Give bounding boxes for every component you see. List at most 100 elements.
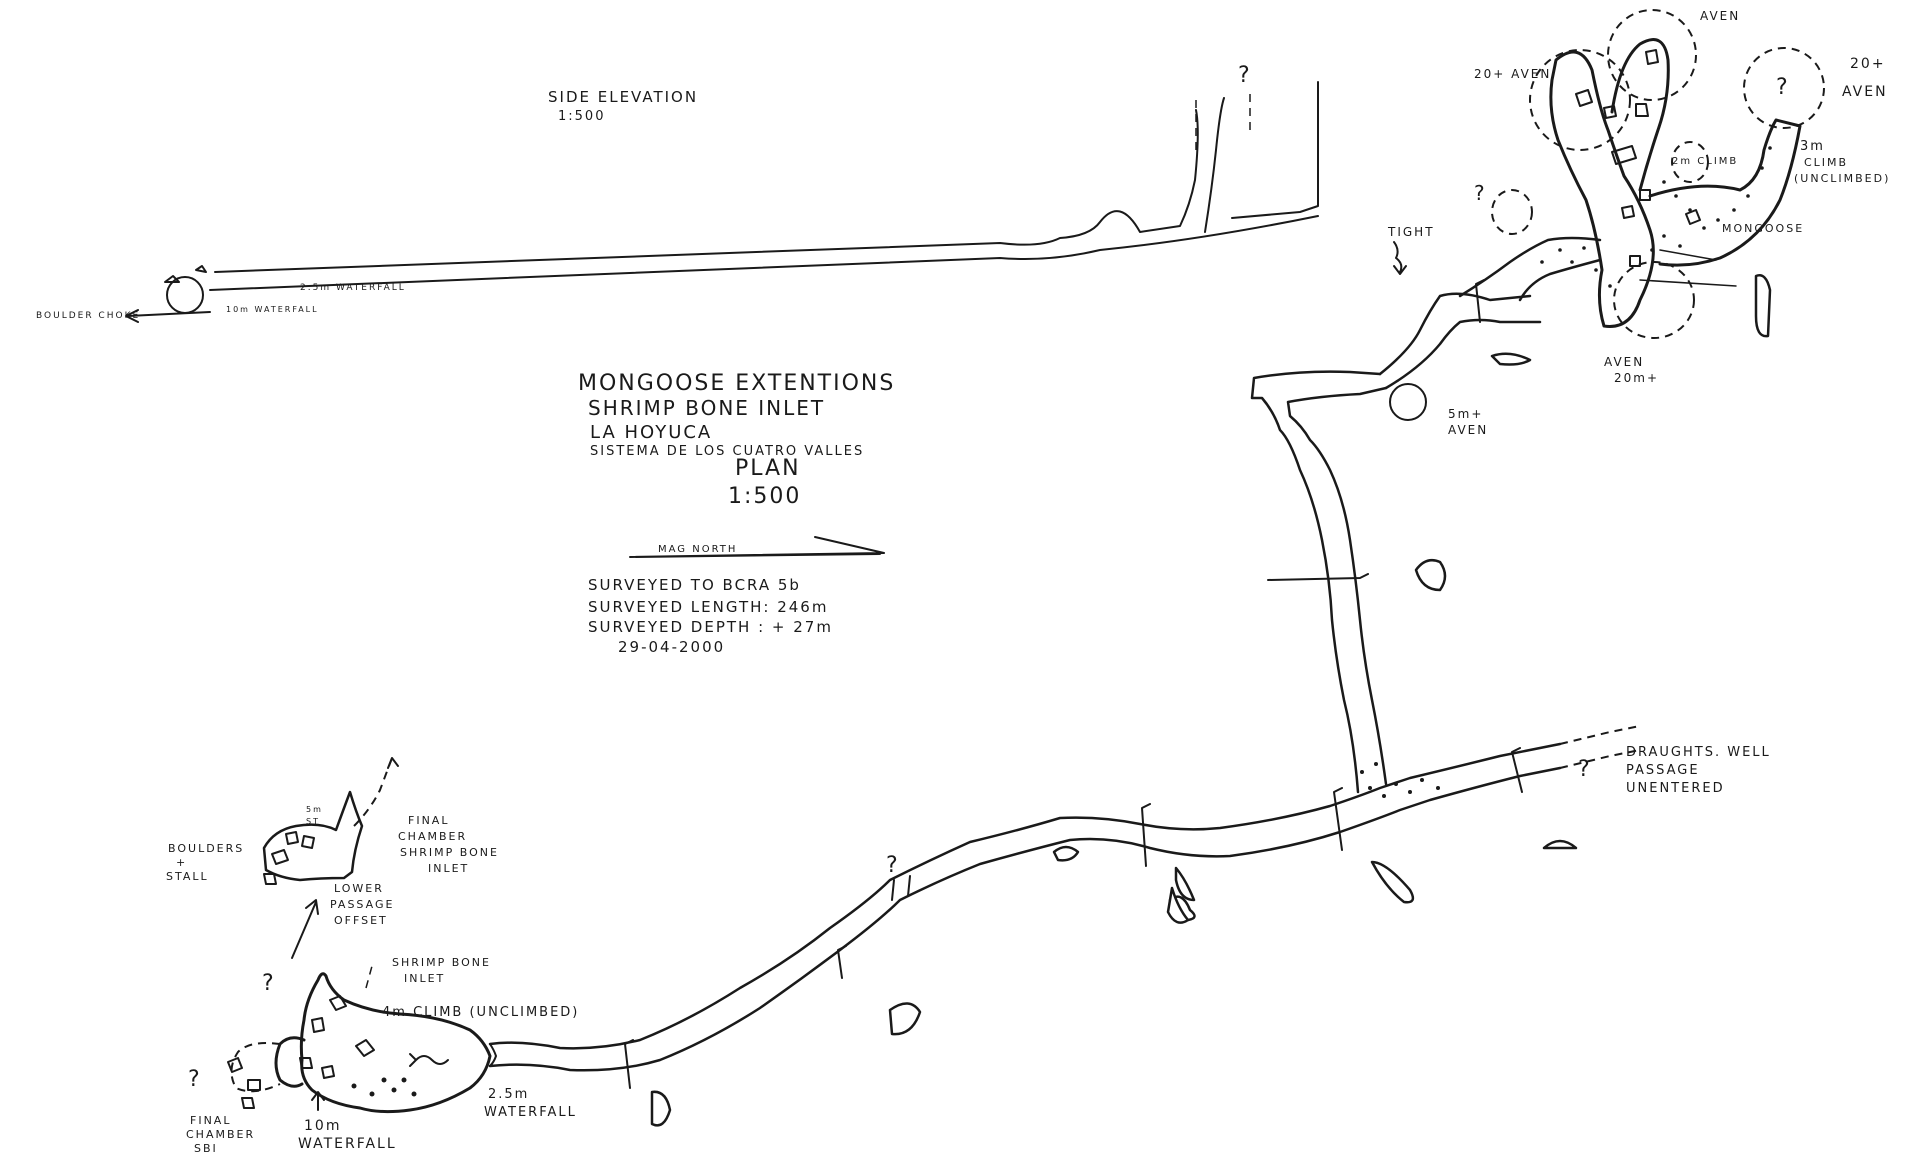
final-sbi-line1: FINAL [190,1114,231,1127]
title-line6: 1:500 [728,484,801,509]
chamber-stipple [351,1077,417,1097]
passage-northeast [1378,292,1542,390]
inset-arrow [387,757,399,769]
chamber-water-flow [409,1053,449,1067]
draughts-note: ? DRAUGHTS. WELL PASSAGE UNENTERED [1578,745,1771,796]
aven-20-right-outline [1743,47,1825,129]
label-aven-20-left: 20+ AVEN [1474,67,1551,81]
inset-boulders [263,831,315,885]
inset-small-label-1: 5m [306,805,323,814]
title-line3: LA HOYUCA [590,422,712,443]
inset-small-label-2: ST [306,817,320,826]
title-line2: SHRIMP BONE INLET [588,396,825,420]
aven-complex-west-passage [1458,236,1602,302]
chamber-west-lobe [274,1036,306,1088]
inset-dash [353,757,393,827]
title-line1: MONGOOSE EXTENTIONS [578,371,895,396]
elevation-title: SIDE ELEVATION [548,88,698,106]
rock-island [1166,886,1190,924]
inset-outline [262,790,364,882]
title-line4: SISTEMA DE LOS CUATRO VALLES [590,444,864,459]
rock-island [1490,352,1532,366]
shrimp-inlet-line2: INLET [404,972,445,985]
aven-20-bottom-outline [1613,261,1695,339]
north-label: MAG NORTH [658,544,737,555]
final-chamber-line2: CHAMBER [398,830,467,843]
side-elevation: SIDE ELEVATION 1:500 ? BOULDER CHOKE 2.5… [36,63,1319,323]
rock-island [1542,839,1578,850]
elevation-roof-line [214,81,1319,273]
waterfall-25m-line1: 2.5m [488,1087,529,1102]
aven-top-outline [1607,9,1697,101]
lower-passage-line2: PASSAGE [330,898,394,911]
rock-island [1754,274,1772,338]
chamber-inlet-question-line [365,965,373,989]
draughts-line1: DRAUGHTS. WELL [1626,745,1771,760]
final-chamber-line4: INLET [428,862,469,875]
elevation-floor-line [209,215,1319,291]
aven-complex-east-passage [1648,118,1802,267]
shrimp-bone-chamber: ? ? SHRIMP BONE INLET 4m CLIMB (UNCLIMBE… [186,956,577,1155]
rock-island [1052,845,1080,862]
elevation-exit-label: BOULDER CHOKE [36,311,140,321]
boulders-line2: + [176,856,187,869]
label-tight: TIGHT [1387,225,1435,239]
label-climb-3m-2: CLIMB [1804,156,1848,169]
waterfall-10m-line2: WATERFALL [298,1136,397,1152]
shrimp-inlet-line1: SHRIMP BONE [392,956,491,969]
elevation-dash [1195,92,1251,150]
elevation-lower-waterfall-label: 10m WATERFALL [226,305,319,314]
offset-arrow [291,899,319,959]
title-line5: PLAN [735,456,801,481]
rock-island [1174,866,1196,902]
aven-mid-outline [1671,141,1709,183]
survey-date: 29-04-2000 [618,638,725,656]
chamber-waterfall-arrow [311,1091,325,1111]
lower-passage-line3: OFFSET [334,914,388,927]
rock-island [1414,559,1447,592]
label-aven-bottom-1: AVEN [1604,355,1644,369]
chamber-question-1: ? [262,971,276,996]
tight-arrow [1393,241,1407,275]
rock-island [650,1090,672,1127]
chamber-passage-join [489,1043,497,1067]
junction-breakdown [1360,762,1440,798]
label-aven-20-right-1: 20+ [1850,56,1886,72]
chamber-question-2: ? [188,1067,202,1092]
label-aven-20-right-2: AVEN [1842,84,1888,100]
chamber-boulders [227,995,375,1109]
final-sbi-line2: CHAMBER [186,1128,255,1141]
aven-5m-label-2: AVEN [1448,423,1488,437]
label-aven-question-west: ? [1474,181,1487,205]
boulders-line3: STALL [166,870,209,883]
waterfall-10m-line1: 10m [304,1118,341,1134]
aven-west-outline [1491,189,1533,235]
elevation-question: ? [1238,63,1252,88]
rock-island [888,1002,922,1036]
survey-length: SURVEYED LENGTH: 246m [588,598,828,616]
waterfall-25m-line2: WATERFALL [484,1105,577,1120]
draughts-line2: PASSAGE [1626,763,1700,778]
side-passage-stub [891,875,911,901]
passage-north-wall-left [1250,370,1382,794]
final-chamber-line3: SHRIMP BONE [400,846,499,859]
final-sbi-line3: SBI [194,1142,218,1155]
elevation-exit-arrow [125,309,211,323]
mongoose-pointer [1659,249,1717,261]
aven-complex-outline [1549,50,1655,328]
passage-wall-upper [488,742,1562,1050]
label-aven-bottom-2: 20m+ [1614,371,1659,385]
draughts-question: ? [1578,757,1592,782]
label-climb-2m: 2m CLIMB [1672,156,1738,167]
aven-cross-line [1639,279,1737,287]
aven-5m [1389,383,1427,421]
label-climb-3m-1: 3m [1800,139,1825,154]
rock-island [1370,860,1415,904]
elevation-scale: 1:500 [558,109,605,124]
title-block: MONGOOSE EXTENTIONS SHRIMP BONE INLET LA… [578,371,895,656]
passage-north-wall-right [1286,386,1388,786]
chamber-west-dash [230,1042,281,1093]
north-arrow [629,536,885,558]
aven-20-left-outline [1529,49,1631,151]
